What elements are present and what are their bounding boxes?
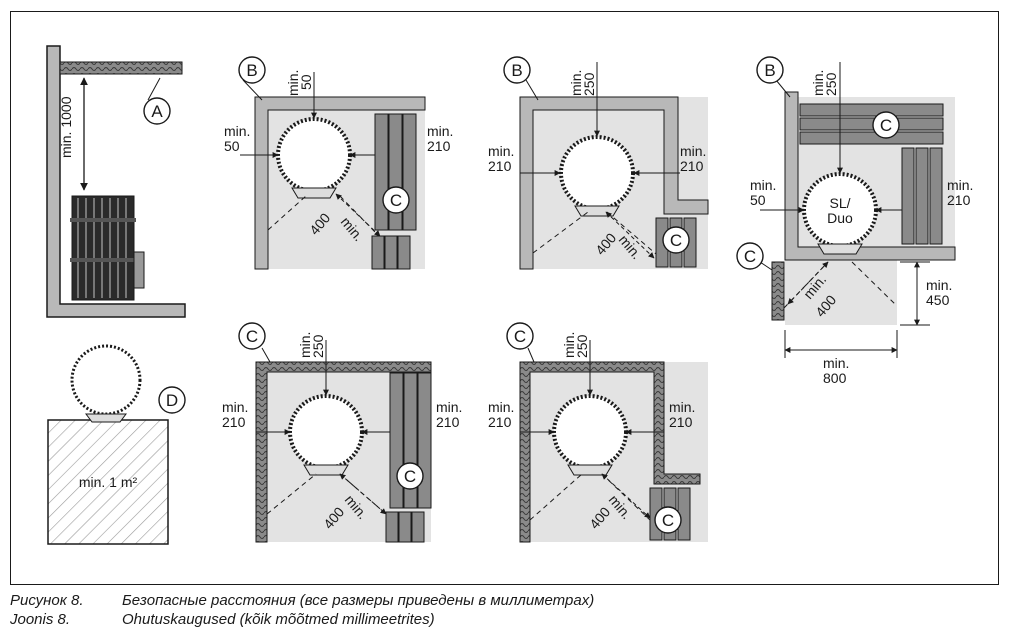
heater-top	[559, 135, 635, 211]
svg-text:50: 50	[298, 74, 314, 90]
svg-text:min.: min.	[297, 332, 313, 358]
callout-A	[143, 97, 171, 125]
svg-text:B: B	[511, 61, 522, 80]
caption-et-number: Joonis 8.	[10, 611, 71, 628]
svg-text:min.: min.	[561, 332, 577, 358]
svg-text:min.: min.	[488, 143, 514, 159]
wood-wall	[519, 361, 701, 543]
svg-text:C: C	[246, 327, 258, 346]
svg-text:50: 50	[224, 138, 240, 154]
panel-sl-duo: min. 250 min. 50 min. 210 SL/ Duo min. 4…	[736, 56, 973, 386]
svg-text:min.: min.	[750, 177, 776, 193]
heater-side	[70, 195, 145, 301]
caption-et: Joonis 8. Ohutuskaugused (kõik mõõtmed mi…	[10, 611, 435, 628]
svg-text:min.: min.	[222, 399, 248, 415]
svg-text:210: 210	[488, 414, 512, 430]
heater-top-small	[70, 344, 142, 416]
callout-C	[662, 226, 690, 254]
svg-text:210: 210	[222, 414, 246, 430]
panel-wood-corner-1: min. 250 min. 210 min. 210 min. 400 C C	[222, 322, 462, 543]
svg-text:min.: min.	[568, 70, 584, 96]
heater-top	[276, 117, 352, 193]
panel-corner-210: min. 250 min. 210 min. 210 min. 400 B C	[488, 56, 709, 270]
bench	[385, 372, 432, 543]
svg-text:A: A	[151, 102, 163, 121]
panel-floor-area: D min. 1 m²	[47, 344, 186, 545]
svg-text:min.: min.	[488, 399, 514, 415]
svg-text:B: B	[764, 61, 775, 80]
svg-text:min.: min.	[823, 355, 849, 371]
wall-B	[784, 91, 956, 261]
svg-text:B: B	[246, 61, 257, 80]
svg-text:210: 210	[947, 192, 971, 208]
callout-C	[382, 186, 410, 214]
label-min-1000: min. 1000	[58, 96, 74, 158]
wall-B	[254, 96, 426, 270]
floor-area	[47, 419, 169, 545]
callout-C	[506, 322, 534, 350]
svg-text:min.: min.	[810, 70, 826, 96]
svg-text:C: C	[390, 191, 402, 210]
callout-C	[872, 111, 900, 139]
figure-frame	[10, 11, 999, 585]
wood-wall	[255, 361, 432, 543]
callout-D	[158, 386, 186, 414]
svg-text:210: 210	[488, 158, 512, 174]
svg-text:250: 250	[823, 72, 839, 96]
svg-text:min.: min.	[669, 399, 695, 415]
svg-text:min.: min.	[427, 123, 453, 139]
svg-text:210: 210	[680, 158, 704, 174]
label-min-area: min. 1 m²	[79, 474, 138, 490]
svg-text:min.: min.	[947, 177, 973, 193]
heater-top	[552, 394, 628, 470]
svg-text:800: 800	[823, 370, 847, 386]
svg-text:min.: min.	[926, 277, 952, 293]
svg-text:250: 250	[310, 334, 326, 358]
svg-text:C: C	[744, 247, 756, 266]
callout-C	[736, 242, 764, 270]
svg-text:250: 250	[581, 72, 597, 96]
caption-ru-number: Рисунок 8.	[10, 592, 84, 609]
svg-text:min.: min.	[680, 143, 706, 159]
callout-B	[238, 56, 266, 84]
side-wood	[771, 261, 785, 321]
svg-text:min.: min.	[224, 123, 250, 139]
callout-B	[503, 56, 531, 84]
wall-B	[519, 96, 709, 270]
svg-text:210: 210	[427, 138, 451, 154]
svg-text:Duo: Duo	[827, 210, 853, 226]
panel-corner-50: min. 50 min. 50 min. 210 min. 400 B C	[224, 56, 453, 270]
svg-text:C: C	[404, 467, 416, 486]
caption-ru-text: Безопасные расстояния (все размеры приве…	[122, 592, 595, 609]
caption-et-text: Ohutuskaugused (kõik mõõtmed millimeetri…	[122, 611, 435, 628]
svg-text:min.: min.	[436, 399, 462, 415]
bench	[799, 103, 944, 245]
svg-text:C: C	[662, 511, 674, 530]
ceiling-board	[59, 61, 183, 75]
svg-text:C: C	[670, 231, 682, 250]
svg-text:210: 210	[669, 414, 693, 430]
panel-wood-corner-2: min. 250 min. 210 min. 210 min. 400 C C	[488, 322, 708, 543]
svg-text:250: 250	[574, 334, 590, 358]
callout-B	[756, 56, 784, 84]
callout-C	[654, 506, 682, 534]
heater-top	[288, 394, 364, 470]
side-wall	[46, 45, 186, 318]
callout-C	[396, 462, 424, 490]
svg-text:450: 450	[926, 292, 950, 308]
svg-text:SL/: SL/	[829, 195, 850, 211]
svg-text:210: 210	[436, 414, 460, 430]
svg-text:min.: min.	[285, 70, 301, 96]
svg-text:C: C	[880, 116, 892, 135]
panel-side-view: min. 1000 A	[46, 45, 186, 318]
svg-text:D: D	[166, 391, 178, 410]
svg-text:50: 50	[750, 192, 766, 208]
caption-ru: Рисунок 8. Безопасные расстояния (все раз…	[10, 592, 594, 609]
callout-C	[238, 322, 266, 350]
svg-text:C: C	[514, 327, 526, 346]
